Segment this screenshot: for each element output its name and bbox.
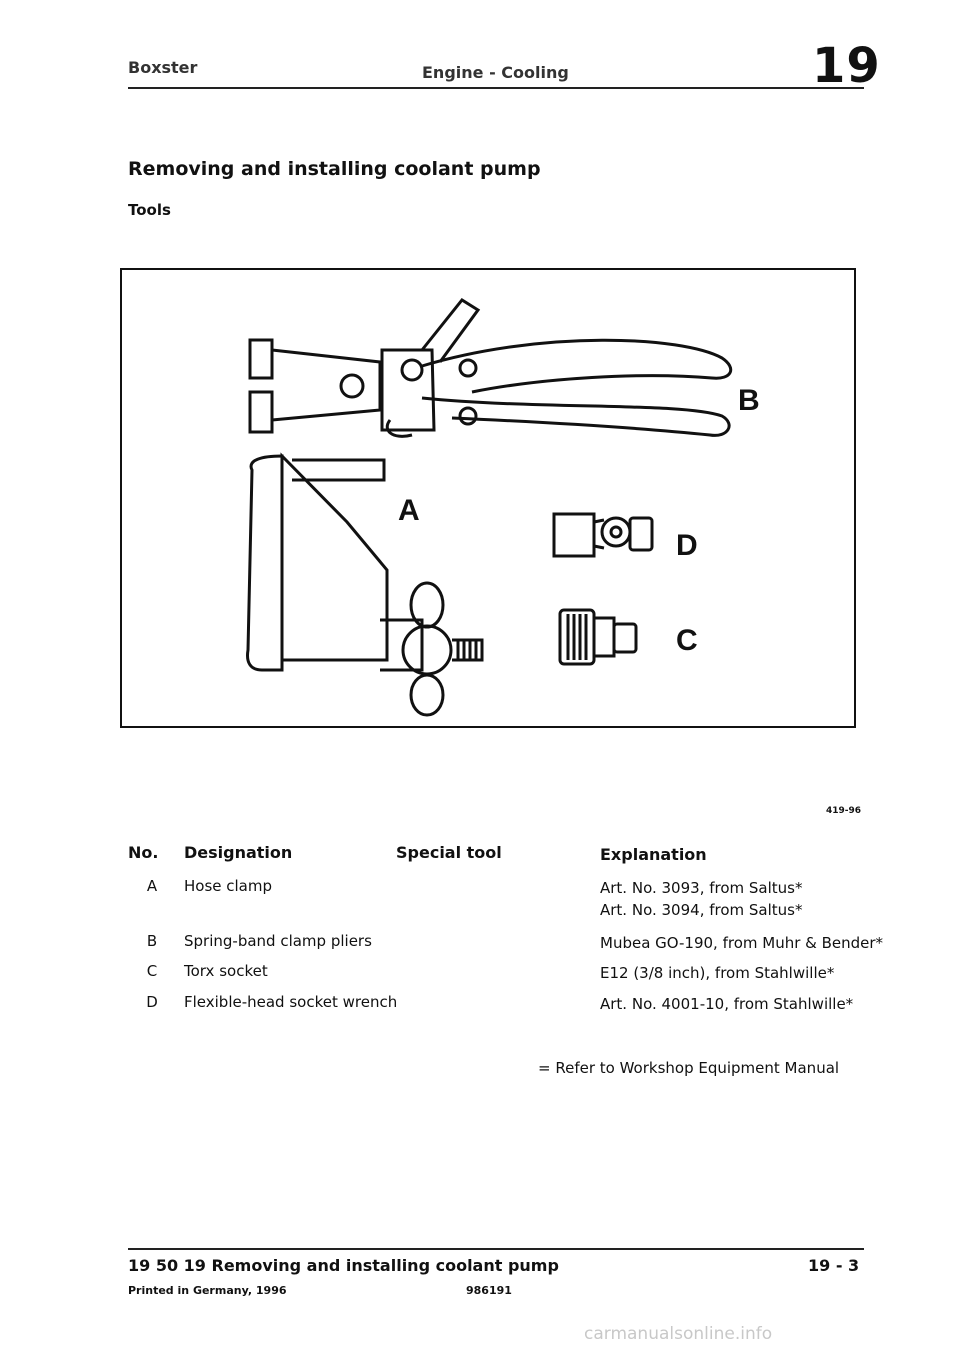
flexible-head-socket-wrench-drawing [552, 512, 654, 558]
row-b-designation: Spring-band clamp pliers [184, 932, 372, 950]
row-d-explanation-1: Art. No. 4001-10, from Stahlwille* [600, 995, 854, 1013]
row-a-explanation-2: Art. No. 3094, from Saltus* [600, 901, 803, 919]
col-header-special-tool: Special tool [396, 843, 502, 862]
section-subtitle: Tools [128, 201, 171, 219]
header-section: Engine - Cooling [422, 63, 569, 82]
row-a-no: A [146, 877, 158, 895]
tools-illustration: B A D C [120, 268, 856, 728]
header-chapter-number: 19 [812, 38, 881, 94]
col-header-no: No. [128, 843, 159, 862]
equipment-manual-note: = Refer to Workshop Equipment Manual [538, 1059, 840, 1077]
figure-label-b: B [738, 384, 760, 417]
site-watermark: carmanualsonline.info [584, 1324, 773, 1344]
row-a-designation: Hose clamp [184, 877, 273, 895]
page-title: Removing and installing coolant pump [128, 158, 541, 180]
row-c-no: C [146, 962, 158, 980]
torx-socket-drawing [558, 608, 638, 666]
col-header-explanation: Explanation [600, 845, 707, 864]
figure-reference: 419-96 [826, 806, 862, 816]
footer-divider [128, 1248, 864, 1250]
footer-title: 19 50 19 Removing and installing coolant… [128, 1256, 559, 1275]
col-header-designation: Designation [184, 843, 293, 862]
header-divider [128, 87, 864, 89]
row-d-no: D [146, 993, 158, 1011]
footer-printed: Printed in Germany, 1996 [128, 1284, 287, 1297]
row-c-explanation-1: E12 (3/8 inch), from Stahlwille* [600, 964, 835, 982]
figure-label-d: D [676, 529, 698, 562]
row-c-designation: Torx socket [184, 962, 268, 980]
figure-label-a: A [398, 494, 420, 527]
header-model: Boxster [128, 58, 198, 77]
figure-label-c: C [676, 624, 698, 657]
row-b-no: B [146, 932, 158, 950]
hose-clamp-drawing [246, 452, 484, 717]
row-a-explanation-1: Art. No. 3093, from Saltus* [600, 879, 803, 897]
footer-doc-code: 986191 [466, 1284, 512, 1297]
spring-band-clamp-pliers-drawing [248, 298, 733, 438]
row-d-designation: Flexible-head socket wrench [184, 993, 398, 1011]
footer-page-number: 19 - 3 [808, 1256, 860, 1275]
row-b-explanation-1: Mubea GO-190, from Muhr & Bender* [600, 934, 884, 952]
